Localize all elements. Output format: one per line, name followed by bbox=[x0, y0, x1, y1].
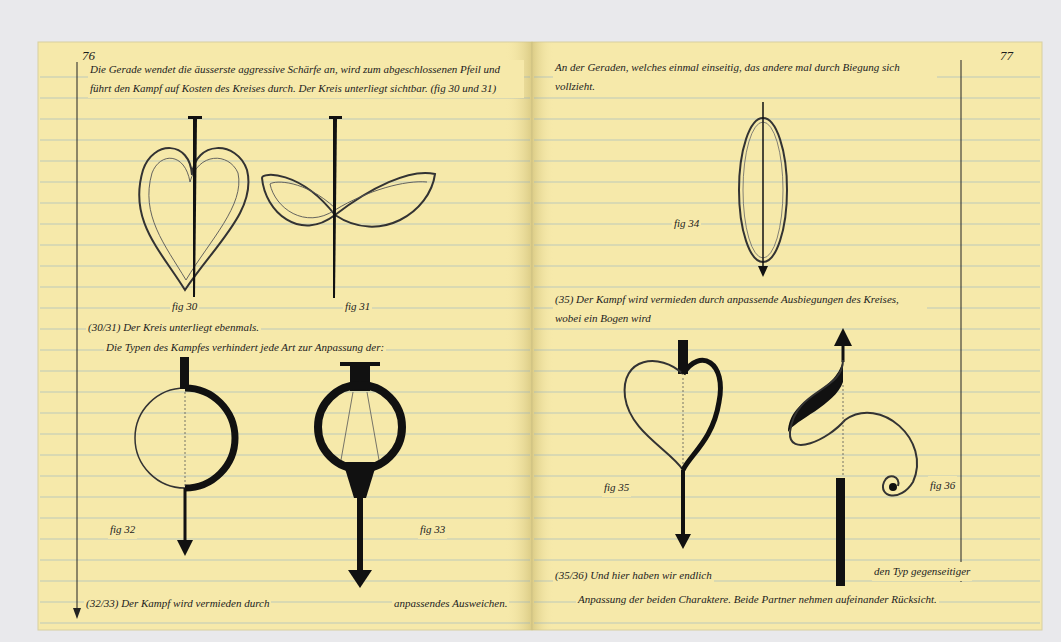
ruled-line bbox=[40, 245, 530, 246]
ruled-line bbox=[534, 161, 1040, 162]
ruled-line bbox=[40, 518, 530, 519]
ruled-line bbox=[534, 140, 1040, 141]
left-page bbox=[38, 42, 532, 630]
handwritten-note: Die Typen des Kampfes verhindert jede Ar… bbox=[104, 338, 386, 357]
ruled-line bbox=[40, 434, 530, 435]
ruled-lines bbox=[40, 77, 1040, 623]
ruled-line bbox=[534, 560, 1040, 561]
handwritten-note: Die Gerade wendet die äusserste aggressi… bbox=[88, 60, 524, 98]
ruled-line bbox=[534, 518, 1040, 519]
figure-ring-arrow bbox=[318, 362, 402, 588]
page-number: 77 bbox=[998, 46, 1015, 65]
ruled-line bbox=[534, 455, 1040, 456]
ruled-line bbox=[534, 371, 1040, 372]
ruled-line bbox=[534, 476, 1040, 477]
ruled-line bbox=[534, 98, 1040, 99]
figure-bent-heart bbox=[625, 340, 721, 549]
handwritten-note: (30/31) Der Kreis unterliegt ebenmals. bbox=[86, 318, 261, 337]
handwritten-note: den Typ gegenseitiger bbox=[872, 562, 972, 581]
ruled-line bbox=[40, 581, 530, 582]
handwritten-note: anpassendes Ausweichen. bbox=[392, 594, 509, 613]
figure-label: fig 30 bbox=[170, 297, 199, 316]
gutter-shadow bbox=[505, 42, 532, 630]
ruled-line bbox=[534, 329, 1040, 330]
ruled-line bbox=[40, 224, 530, 225]
handwritten-note: Anpassung der beiden Charaktere. Beide P… bbox=[576, 590, 939, 609]
ruled-line bbox=[40, 476, 530, 477]
figure-label: fig 36 bbox=[928, 476, 957, 495]
figure-label: fig 33 bbox=[418, 520, 447, 539]
ruled-line bbox=[534, 413, 1040, 414]
figure-label: fig 35 bbox=[602, 478, 631, 497]
ruled-line bbox=[40, 413, 530, 414]
right-page bbox=[532, 42, 1042, 630]
ruled-line bbox=[40, 266, 530, 267]
ruled-line bbox=[534, 623, 1040, 624]
ruled-line bbox=[40, 203, 530, 204]
ruled-line bbox=[40, 161, 530, 162]
ruled-line bbox=[534, 350, 1040, 351]
handwritten-note: (35/36) Und hier haben wir endlich bbox=[553, 566, 714, 585]
ruled-line bbox=[40, 371, 530, 372]
ruled-line bbox=[534, 266, 1040, 267]
figure-bow-line bbox=[262, 116, 435, 298]
gutter-shadow bbox=[532, 42, 554, 630]
figure-label: fig 32 bbox=[108, 520, 137, 539]
ruled-line bbox=[534, 224, 1040, 225]
figure-label: fig 31 bbox=[343, 297, 372, 316]
handwritten-note: An der Geraden, welches einmal einseitig… bbox=[553, 58, 937, 96]
ruled-line bbox=[534, 392, 1040, 393]
ruled-line bbox=[40, 455, 530, 456]
figure-spiral-arrow bbox=[788, 328, 917, 586]
handwritten-note: (32/33) Der Kampf wird vermieden durch bbox=[84, 594, 271, 613]
figure-label: fig 34 bbox=[672, 214, 701, 233]
ruled-line bbox=[40, 308, 530, 309]
ruled-line bbox=[40, 119, 530, 120]
figure-ellipse-line bbox=[739, 102, 787, 277]
ruled-line bbox=[40, 560, 530, 561]
handwritten-note: (35) Der Kampf wird vermieden durch anpa… bbox=[553, 290, 927, 328]
ruled-line bbox=[40, 287, 530, 288]
ruled-line bbox=[534, 287, 1040, 288]
figure-heart-line bbox=[139, 116, 248, 298]
ruled-line bbox=[40, 497, 530, 498]
ruled-line bbox=[534, 539, 1040, 540]
ruled-line bbox=[534, 434, 1040, 435]
figure-circle-arrow bbox=[135, 355, 235, 556]
ruled-line bbox=[40, 623, 530, 624]
margin-lines bbox=[73, 60, 961, 619]
ruled-line bbox=[40, 392, 530, 393]
ruled-line bbox=[534, 245, 1040, 246]
ruled-line bbox=[534, 119, 1040, 120]
ruled-line bbox=[40, 140, 530, 141]
